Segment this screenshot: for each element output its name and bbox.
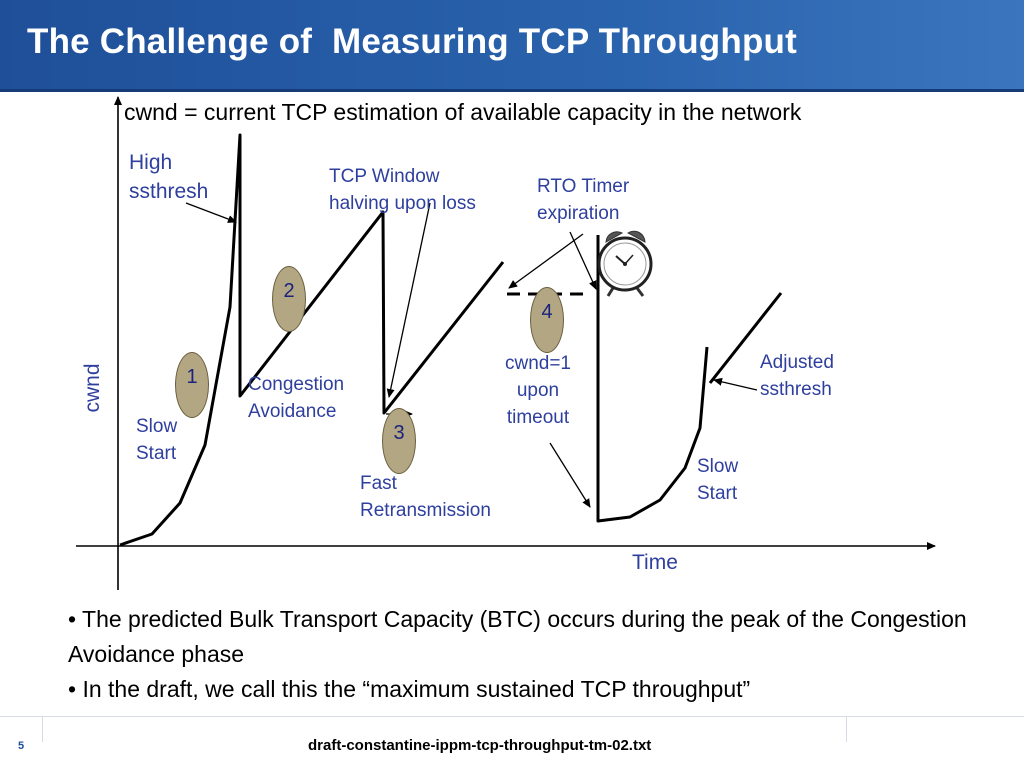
arrow-cwnd-one: [549, 442, 591, 508]
footer-text: draft-constantine-ippm-tcp-throughput-tm…: [308, 737, 652, 754]
tcp-cwnd-diagram: cwnd: [76, 96, 936, 590]
slide-title: The Challenge of Measuring TCP Throughpu…: [27, 22, 797, 61]
cwnd-trace-2: [596, 235, 709, 523]
footer-rule: [0, 716, 1024, 717]
phase-marker-3: 3: [382, 408, 416, 474]
page-number: 5: [18, 740, 25, 752]
cwnd-trace-3: [708, 292, 783, 384]
bullet-item: • The predicted Bulk Transport Capacity …: [68, 606, 967, 667]
phase-marker-1: 1: [175, 352, 209, 418]
footer-divider-left: [42, 716, 43, 742]
arrow-rto-left: [508, 233, 584, 289]
slide-subtitle: cwnd = current TCP estimation of availab…: [124, 99, 802, 125]
y-axis-label: cwnd: [81, 363, 104, 412]
bullet-item: • In the draft, we call this the “maximu…: [68, 676, 751, 702]
alarm-clock-icon: [597, 230, 653, 297]
title-bar: The Challenge of Measuring TCP Throughpu…: [0, 0, 1024, 92]
arrow-window-halving: [386, 202, 431, 398]
arrow-high-ssthresh: [185, 202, 237, 223]
arrow-adjusted: [713, 377, 758, 391]
footer-divider-right: [846, 716, 847, 742]
title-rule: [0, 89, 1024, 92]
x-axis-label: Time: [632, 551, 678, 574]
bullet-list: • The predicted Bulk Transport Capacity …: [68, 602, 1008, 707]
phase-marker-4: 4: [530, 287, 564, 353]
phase-marker-2: 2: [272, 266, 306, 332]
arrow-rto-right: [569, 231, 597, 290]
